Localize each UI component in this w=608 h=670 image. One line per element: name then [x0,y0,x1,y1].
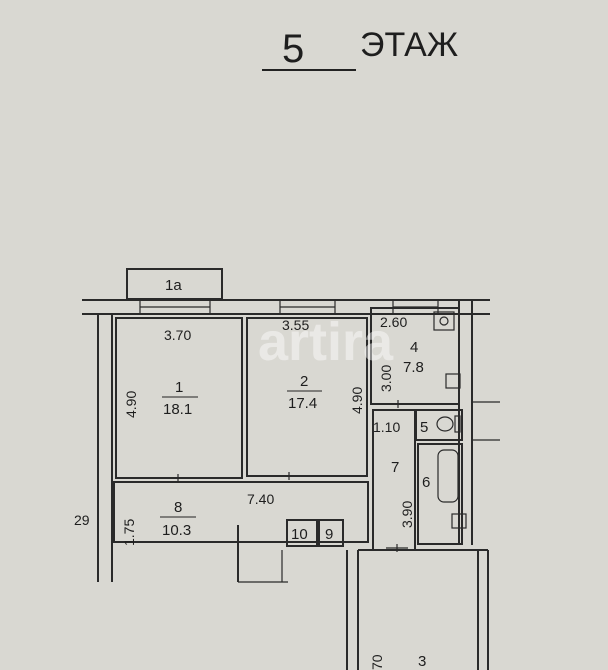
room-8-area: 10.3 [162,522,191,539]
room-1-depth: 4.90 [123,391,139,418]
appliance-icon [445,373,461,389]
room-7-number: 7 [391,459,399,476]
room-label-1a: 1a [165,277,182,294]
room-4-number: 4 [410,339,418,356]
room-8-width: 7.40 [247,491,274,507]
room-1-width: 3.70 [164,327,191,343]
window-room1 [139,299,211,315]
sink-icon [433,311,455,331]
room-2-width: 3.55 [282,317,309,333]
room-2-outline [246,317,368,477]
room-3-partial-dimension: 70 [369,654,385,670]
toilet-icon [436,415,461,433]
room-10-number: 10 [291,526,308,543]
room-8-depth: 1.75 [121,519,137,546]
room-9-number: 9 [325,526,333,543]
floor-label: ЭТАЖ [360,26,458,64]
window-room2 [279,299,336,315]
room-2-area: 17.4 [288,395,317,412]
room-5-number: 5 [420,419,428,436]
room-2-number: 2 [300,373,308,390]
room-5-width: 1.10 [373,419,400,435]
room-9-outline [318,519,344,547]
room-4-depth: 3.00 [378,365,394,392]
room-8-number: 8 [174,499,182,516]
room-2-depth: 4.90 [349,387,365,414]
door-marks [168,400,410,552]
watermark-text: artira [258,312,394,372]
room-10-outline [286,519,318,547]
room-3-number: 3 [418,653,426,670]
room-4-area: 7.8 [403,359,424,376]
room-4-width: 2.60 [380,314,407,330]
room-7-depth: 3.90 [399,501,415,528]
room-6-number: 6 [422,474,430,491]
bathtub-icon [437,449,459,503]
room-1-area: 18.1 [163,401,192,418]
room-6-outline [417,443,463,545]
room-1-number: 1 [175,379,183,396]
edge-partial-dimension: 29 [74,512,90,528]
washer-icon [451,513,467,529]
room-8-outline [113,481,369,543]
floor-number: 5 [282,27,304,71]
